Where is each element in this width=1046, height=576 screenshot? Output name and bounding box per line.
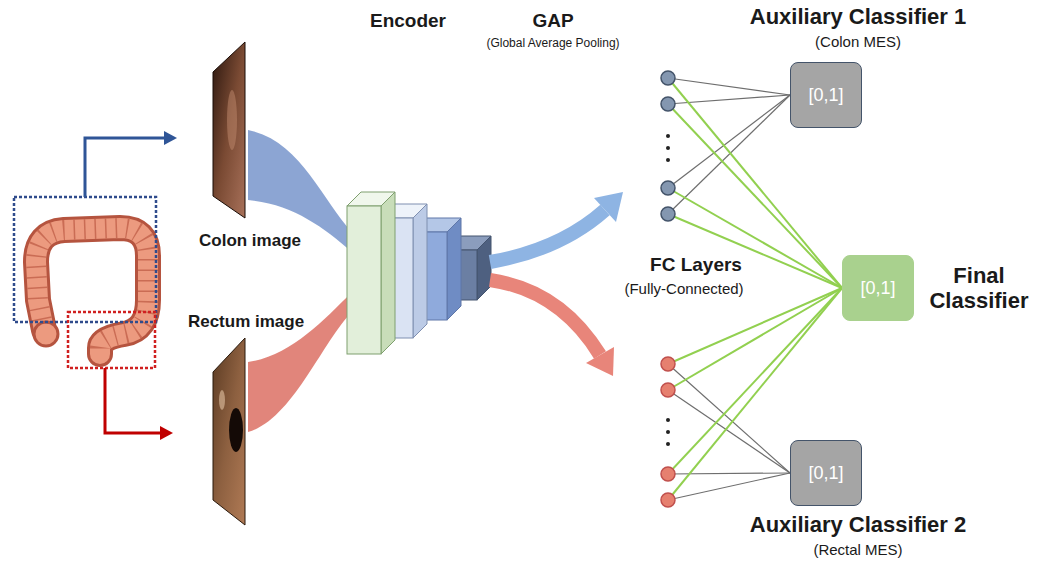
stage-subtitle: (Global Average Pooling) (486, 36, 619, 50)
ellipsis-dots (666, 430, 670, 434)
pointer-arrow (85, 138, 165, 197)
classifier-box: [0,1] (842, 255, 914, 321)
fc-connection-gray (668, 95, 790, 214)
region-outline (68, 312, 155, 368)
fc-connection-green (668, 288, 842, 364)
colon-organ (34, 322, 58, 346)
classifier-box: [0,1] (790, 440, 862, 506)
fc-connection-green (668, 288, 842, 390)
endoscopy-image (213, 42, 245, 218)
colon-organ (34, 228, 148, 354)
neuron (661, 71, 675, 85)
encoder-block (381, 192, 395, 354)
stage-title: Encoder (370, 10, 446, 33)
fc-connection-gray (668, 390, 790, 473)
feature-arrow (490, 280, 600, 355)
classifier-title: Final Classifier (918, 255, 1040, 321)
fc-connection-green (668, 214, 842, 288)
stage-title: FC Layers (650, 254, 742, 277)
endoscopy-image (213, 42, 245, 525)
score-range: [0,1] (860, 278, 895, 299)
score-range: [0,1] (808, 85, 843, 106)
feature-arrow (586, 347, 614, 376)
score-range: [0,1] (808, 463, 843, 484)
neuron (661, 357, 675, 371)
fc-connection-gray (668, 473, 790, 474)
stage-subtitle: (Fully-Connected) (624, 280, 743, 298)
encoder-block (347, 206, 381, 354)
encoder-block (447, 218, 461, 320)
image-label: Colon image (199, 231, 301, 251)
endoscopy-image (219, 390, 225, 410)
fc-connection-gray (668, 78, 790, 95)
ellipsis-dots (666, 158, 670, 162)
feature-arrow (490, 210, 605, 262)
region-outline (14, 197, 156, 322)
fc-connection-gray (668, 95, 790, 188)
classifier-node: [0,1] Auxiliary Classifier 2(Rectal MES) (728, 440, 988, 562)
classifier-subtitle: (Rectal MES) (728, 540, 988, 560)
pointer-arrow (105, 368, 161, 433)
stage-title: GAP (532, 10, 573, 33)
feature-arrow (490, 192, 623, 376)
ellipsis-dots (666, 134, 670, 138)
pointer-arrow (85, 131, 177, 440)
classifier-title: Auxiliary Classifier 2 (728, 512, 988, 538)
classifier-title: Auxiliary Classifier 1 (728, 4, 988, 30)
image-label: Rectum image (188, 312, 304, 332)
ellipsis-dots (666, 146, 670, 150)
neuron (661, 357, 675, 507)
neuron (661, 207, 675, 221)
input-flow (248, 130, 352, 432)
neuron (661, 383, 675, 397)
neuron (661, 467, 675, 481)
neuron (661, 493, 675, 507)
neuron (661, 71, 675, 221)
neuron (661, 97, 675, 111)
encoder-block (413, 204, 427, 338)
feature-arrow (594, 192, 623, 222)
pointer-arrow (164, 131, 177, 145)
pointer-arrow (160, 426, 173, 440)
neuron (661, 181, 675, 195)
ellipsis-dots (666, 418, 670, 422)
classifier-box: [0,1] (790, 62, 862, 128)
region-outline (14, 197, 156, 368)
endoscopy-image (227, 90, 237, 150)
encoder-block (347, 192, 491, 354)
encoder-block (477, 236, 491, 300)
classifier-subtitle: (Colon MES) (728, 32, 988, 52)
endoscopy-image (229, 408, 243, 452)
endoscopy-image (213, 338, 245, 525)
ellipsis-dots (666, 442, 670, 446)
classifier-node: [0,1] Final Classifier (842, 255, 1042, 321)
classifier-node: [0,1] Auxiliary Classifier 1(Colon MES) (728, 4, 988, 130)
